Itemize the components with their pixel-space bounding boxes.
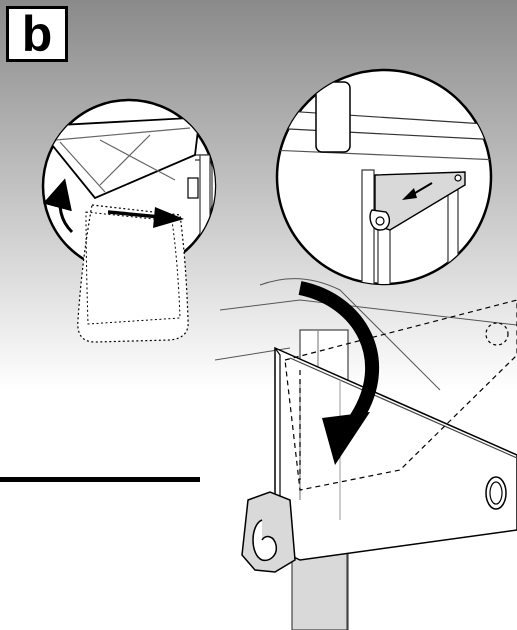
filter-pad <box>77 204 189 343</box>
lift-arrow <box>42 178 74 234</box>
rotation-arrow <box>298 281 379 465</box>
main-view <box>0 278 517 630</box>
bracket-clip-detail <box>275 68 493 286</box>
clip-arrow <box>402 182 433 200</box>
slide-arrow <box>107 207 184 228</box>
step-label: b <box>6 6 68 62</box>
